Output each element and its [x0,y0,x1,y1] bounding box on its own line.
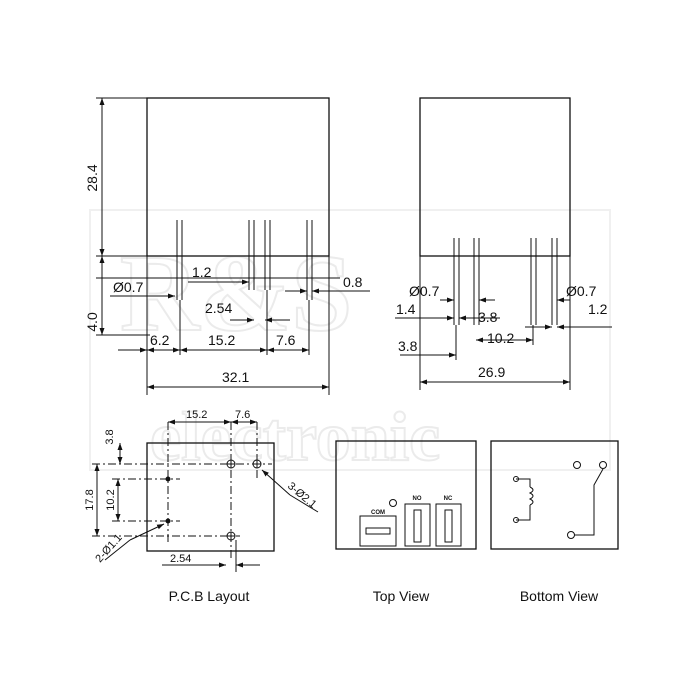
pcb-layout-caption: P.C.B Layout [169,588,250,604]
side-view [395,97,612,390]
front-span-152-label: 15.2 [208,332,235,348]
front-pin-width-1-label: 1.2 [192,264,212,280]
top-view [335,440,477,550]
watermark-line2: electronic [150,399,440,476]
side-dim-14-label: 1.4 [396,301,416,317]
front-height-pin-label: 4.0 [84,312,100,332]
front-pin-width-2-label: 0.8 [343,274,363,290]
front-width-total-label: 32.1 [222,369,249,385]
top-nc-label: NC [444,496,453,502]
front-pin-dia-label: Ø0.7 [113,279,144,295]
pcb-dim-152-label: 15.2 [186,409,207,421]
bottom-view-caption: Bottom View [520,588,599,604]
side-dim-12-label: 1.2 [588,301,608,317]
top-view-caption: Top View [373,588,430,604]
side-dim-38a-label: 3.8 [478,309,498,325]
front-height-body-label: 28.4 [84,164,100,191]
side-dim-102-label: 10.2 [487,330,514,346]
pcb-dim-178-label: 17.8 [84,489,96,510]
side-pin-dia-right-label: Ø0.7 [566,283,597,299]
pcb-dim-254-label: 2.54 [170,553,191,565]
side-dim-38b-label: 3.8 [398,338,418,354]
front-pitch-label: 2.54 [205,300,232,316]
pcb-dim-38-label: 3.8 [104,429,116,444]
bottom-view [490,440,619,550]
side-pin-dia-left-label: Ø0.7 [409,283,440,299]
pcb-dim-76-label: 7.6 [235,409,250,421]
top-no-label: NO [413,496,422,502]
pcb-dim-102-label: 10.2 [105,489,117,510]
side-width-total-label: 26.9 [478,364,505,380]
top-com-label: COM [371,510,385,516]
pcb-layout [92,419,319,572]
front-offset-left-label: 6.2 [150,332,170,348]
watermark: R&S electronic [89,209,611,477]
front-view [96,97,370,395]
front-span-76-label: 7.6 [276,332,296,348]
